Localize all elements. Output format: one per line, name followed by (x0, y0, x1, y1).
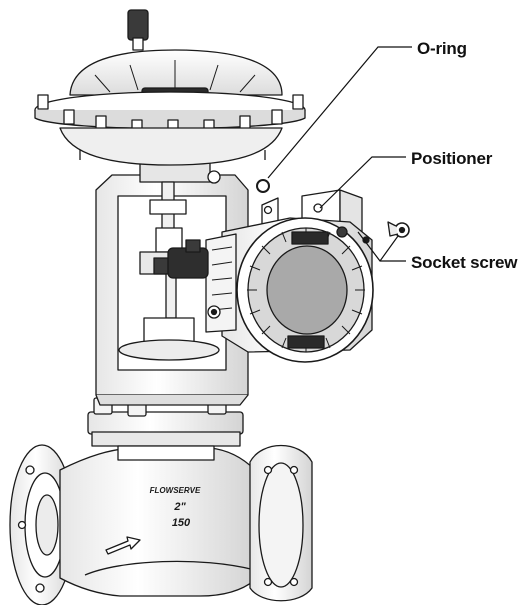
valve-stem (118, 181, 220, 361)
actuator: FLOWSERVE (34, 9, 306, 166)
socket-screw-part (387, 221, 410, 238)
socket-screw-label: Socket screw (411, 253, 518, 272)
actuator-upper-dome (69, 49, 283, 96)
bonnet-flange (87, 391, 244, 461)
casing-bolts (37, 94, 304, 135)
o-ring-leader-line (267, 46, 412, 179)
vent-cap (127, 9, 149, 41)
body-size-marking: 2" (173, 501, 186, 513)
socket-screw-leader-line (357, 231, 406, 262)
o-ring-part (256, 179, 270, 193)
o-ring-label: O-ring (417, 39, 467, 58)
right-flange (249, 444, 313, 602)
valve-body: FLOWSERVE 2" 150 (9, 444, 313, 606)
actuator-lower-casing (59, 127, 283, 166)
positioner-display-window (266, 245, 348, 335)
flow-direction-arrow (105, 536, 141, 555)
positioner-assembly (167, 189, 374, 363)
body-brand-logo: FLOWSERVE (150, 486, 201, 495)
positioner-label: Positioner (411, 149, 493, 168)
body-rating-marking: 150 (172, 517, 191, 529)
positioner-leader-line (319, 156, 406, 209)
